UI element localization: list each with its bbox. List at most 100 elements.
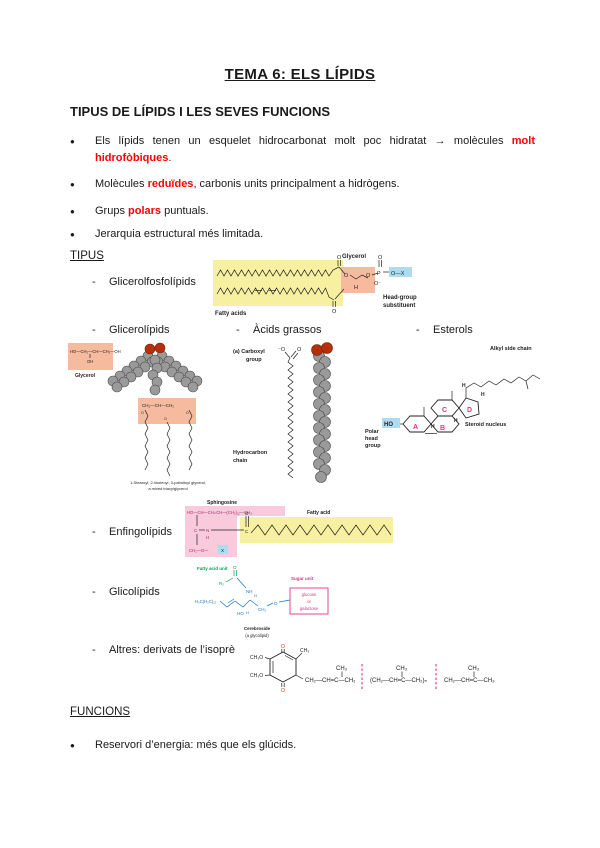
oxygen-sphere: [311, 344, 323, 356]
svg-text:HO: HO: [237, 611, 244, 616]
svg-text:X: X: [221, 548, 224, 553]
fatty-acids-highlight: [213, 260, 343, 306]
sphingolipid-structure-image: Sphingosine Fatty acid HO—CH—CH=CH—(CH₂)…: [185, 500, 393, 557]
svg-text:NH: NH: [246, 589, 253, 594]
item-label: Esterols: [433, 324, 473, 336]
svg-text:Cerebroside: Cerebroside: [244, 626, 271, 631]
svg-text:CH₃: CH₃: [468, 666, 480, 672]
item-label: Glicolípids: [109, 586, 160, 598]
glycerol-backbone-highlight: [138, 398, 196, 424]
svg-text:CH₃: CH₃: [336, 666, 348, 672]
glycolipid-structure-image: Fatty acid unit O R₂ NH H H₃C(H₂C)₁₂ HO …: [195, 565, 329, 638]
svg-text:CH₃: CH₃: [300, 648, 309, 654]
svg-text:H: H: [354, 285, 358, 291]
oxygen-sphere: [144, 343, 156, 355]
item-label: Glicerolfosfolípids: [109, 276, 196, 288]
svg-text:O: O: [281, 644, 285, 650]
quinone-ring: [269, 651, 297, 683]
sphingosine-highlight: [185, 506, 237, 557]
list-item-altres: - Altres: derivats de l’isoprè: [92, 644, 235, 656]
bullet-marker: ●: [70, 230, 75, 239]
dash-marker: -: [92, 276, 96, 288]
svg-text:H: H: [431, 424, 435, 430]
svg-text:O: O: [366, 273, 371, 279]
funcions-bullet-item: ● Reservori d’energia: més que els glúci…: [70, 737, 535, 754]
svg-text:(CH₂—CH=C—CH₂)ₙ: (CH₂—CH=C—CH₂)ₙ: [370, 678, 427, 684]
dash-marker: -: [92, 526, 96, 538]
svg-text:O: O: [378, 255, 383, 261]
svg-text:O: O: [186, 411, 189, 415]
svg-text:O—X: O—X: [391, 271, 405, 277]
svg-text:OH: OH: [87, 359, 93, 364]
ring-d: [458, 397, 480, 419]
svg-text:1-Stearoyl, 2-linoleoyl, 3-pal: 1-Stearoyl, 2-linoleoyl, 3-palmitoyl gly…: [130, 480, 206, 485]
svg-text:CH₂—CH—CH₂: CH₂—CH—CH₂: [142, 403, 174, 408]
list-item-glicerolipids: - Glicerolípids: [92, 324, 170, 336]
svg-text:HO: HO: [384, 422, 393, 428]
svg-text:O: O: [141, 411, 144, 415]
item-label: Altres: derivats de l’isoprè: [109, 644, 235, 656]
head-group-highlight: [389, 267, 412, 277]
svg-text:Polar: Polar: [365, 429, 380, 435]
svg-text:O: O: [274, 601, 278, 606]
space-filling-model: [107, 350, 203, 396]
bullet-text: Reservori d’energia: més que els glúcids…: [95, 739, 297, 751]
isoprenoid-structure-image: O O CH₃O CH₃O CH₃ CH₂—CH=C—CH₂ CH₃ (CH₂—…: [250, 644, 495, 694]
tipus-heading: TIPUS: [70, 250, 104, 262]
svg-text:group: group: [365, 443, 381, 449]
svg-text:substituent: substituent: [383, 303, 415, 309]
svg-text:D: D: [467, 407, 472, 414]
svg-text:O: O: [245, 511, 249, 516]
svg-text:Glycerol: Glycerol: [342, 254, 366, 260]
bullet-text: Els lípids tenen un esquelet hidrocarbon…: [95, 135, 535, 164]
list-item-enfingolipids: - Enfingolípids: [92, 526, 172, 538]
dash-marker: -: [92, 324, 96, 336]
svg-text:O: O: [297, 347, 302, 353]
svg-text:O⁻: O⁻: [374, 281, 381, 287]
dash-marker: -: [92, 586, 96, 598]
bullet-item-1: ● Els lípids tenen un esquelet hidrocarb…: [70, 133, 535, 167]
svg-text:Head-group: Head-group: [383, 295, 417, 301]
svg-text:HO—CH—CH=CH—(CH₂)₁₂—CH₃: HO—CH—CH=CH—(CH₂)₁₂—CH₃: [187, 510, 252, 515]
svg-text:CH₂—CH=C—CH₂: CH₂—CH=C—CH₂: [305, 678, 356, 684]
svg-text:⁻O: ⁻O: [278, 347, 286, 353]
svg-text:O: O: [281, 688, 285, 694]
bullet-text: Jerarquia estructural més limitada.: [95, 228, 264, 240]
glycerol-highlight: [68, 343, 113, 370]
dash-marker: -: [236, 324, 240, 336]
svg-text:C: C: [194, 528, 198, 533]
svg-text:CH₂: CH₂: [258, 607, 266, 612]
oxygen-sphere: [321, 342, 333, 354]
svg-text:group: group: [246, 357, 262, 363]
head-group-highlight: [218, 545, 228, 554]
svg-text:Glycerol: Glycerol: [75, 373, 96, 379]
svg-text:O: O: [164, 417, 167, 421]
bullet-marker: ●: [70, 180, 75, 189]
list-item-acids-grassos: - Àcids grassos: [236, 324, 321, 336]
svg-text:CH₃O: CH₃O: [250, 673, 263, 679]
dash-marker: -: [416, 324, 420, 336]
svg-text:head: head: [365, 436, 378, 442]
svg-text:Fatty acid unit: Fatty acid unit: [197, 566, 228, 571]
svg-text:CH₂—CH=C—CH₃: CH₂—CH=C—CH₃: [444, 678, 495, 684]
fatty-acid-structure-image: (a) Carboxyl group ⁻O O Hydrocarbon chai…: [233, 342, 333, 483]
glycerophospholipid-structure-image: O O O H O Glycerol O P O⁻ O—X Head-group…: [213, 254, 417, 317]
svg-text:O: O: [344, 273, 349, 279]
bullet-item-3: ● Grups polars puntuals.: [70, 203, 535, 220]
bullet-text: Molècules reduïdes, carbonis units princ…: [95, 178, 400, 190]
space-filling-model: [313, 350, 331, 483]
svg-text:H: H: [454, 418, 458, 424]
svg-text:H₃C(H₂C)₁₂: H₃C(H₂C)₁₂: [195, 599, 217, 604]
item-label: Glicerolípids: [109, 324, 170, 336]
triacylglycerol-structure-image: HO—CH₂—CH—CH₂—OH OH Glycerol CH₂—CH—CH₂ …: [68, 342, 206, 491]
svg-text:galactose: galactose: [300, 606, 319, 611]
svg-text:a mixed triacylglycerol: a mixed triacylglycerol: [148, 486, 187, 491]
svg-text:O: O: [332, 309, 337, 315]
svg-text:H: H: [206, 535, 209, 540]
svg-text:C: C: [245, 529, 249, 534]
svg-text:P: P: [377, 271, 381, 277]
svg-text:CH₃: CH₃: [396, 666, 408, 672]
svg-text:H: H: [246, 610, 249, 615]
sugar-unit-box: [289, 587, 329, 615]
